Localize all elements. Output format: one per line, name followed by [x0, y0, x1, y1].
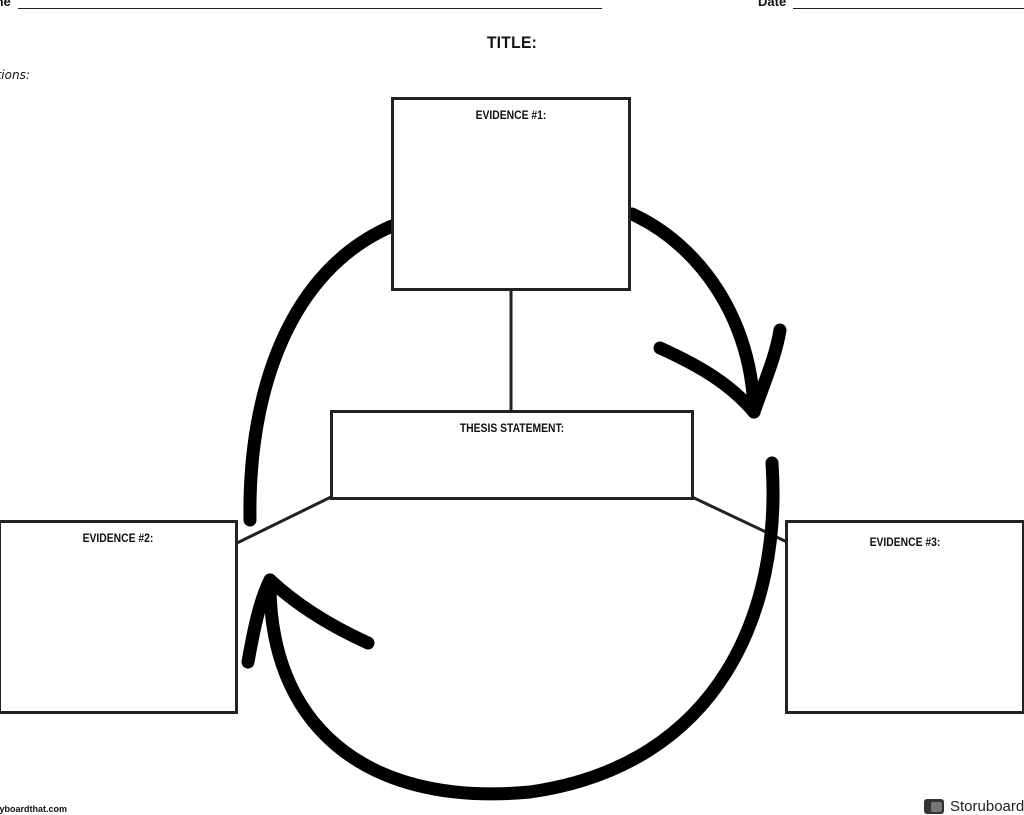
date-line	[793, 8, 1024, 9]
brand-mark: Storuboard	[924, 797, 1024, 815]
storyboard-logo-icon	[924, 798, 944, 814]
date-label: Date	[758, 0, 787, 9]
name-line	[18, 8, 602, 9]
evidence-3-box[interactable]: EVIDENCE #3:	[785, 520, 1024, 714]
page-title: TITLE:	[486, 33, 538, 52]
evidence-1-box[interactable]: EVIDENCE #1:	[391, 97, 631, 291]
cycle-arrow-right	[625, 207, 761, 419]
brand-name: Storuboard	[950, 797, 1024, 815]
cycle-arrow-bottom	[263, 456, 780, 801]
cycle-arrow-left	[243, 219, 399, 527]
footer-site-link[interactable]: ryboardthat.com	[0, 804, 68, 814]
directions-label: ctions:	[0, 68, 30, 82]
cycle-arrowhead-right	[653, 323, 787, 419]
thesis-statement-box[interactable]: THESIS STATEMENT:	[330, 410, 694, 500]
connector-thesis-evidence2	[236, 495, 332, 545]
name-label: me	[0, 0, 11, 9]
evidence-1-label: EVIDENCE #1:	[475, 110, 547, 122]
evidence-2-box[interactable]: EVIDENCE #2:	[0, 520, 238, 714]
evidence-2-label: EVIDENCE #2:	[82, 533, 154, 545]
thesis-statement-label: THESIS STATEMENT:	[459, 423, 565, 435]
evidence-3-label: EVIDENCE #3:	[869, 537, 941, 549]
cycle-arrowhead-bottom	[241, 573, 375, 669]
